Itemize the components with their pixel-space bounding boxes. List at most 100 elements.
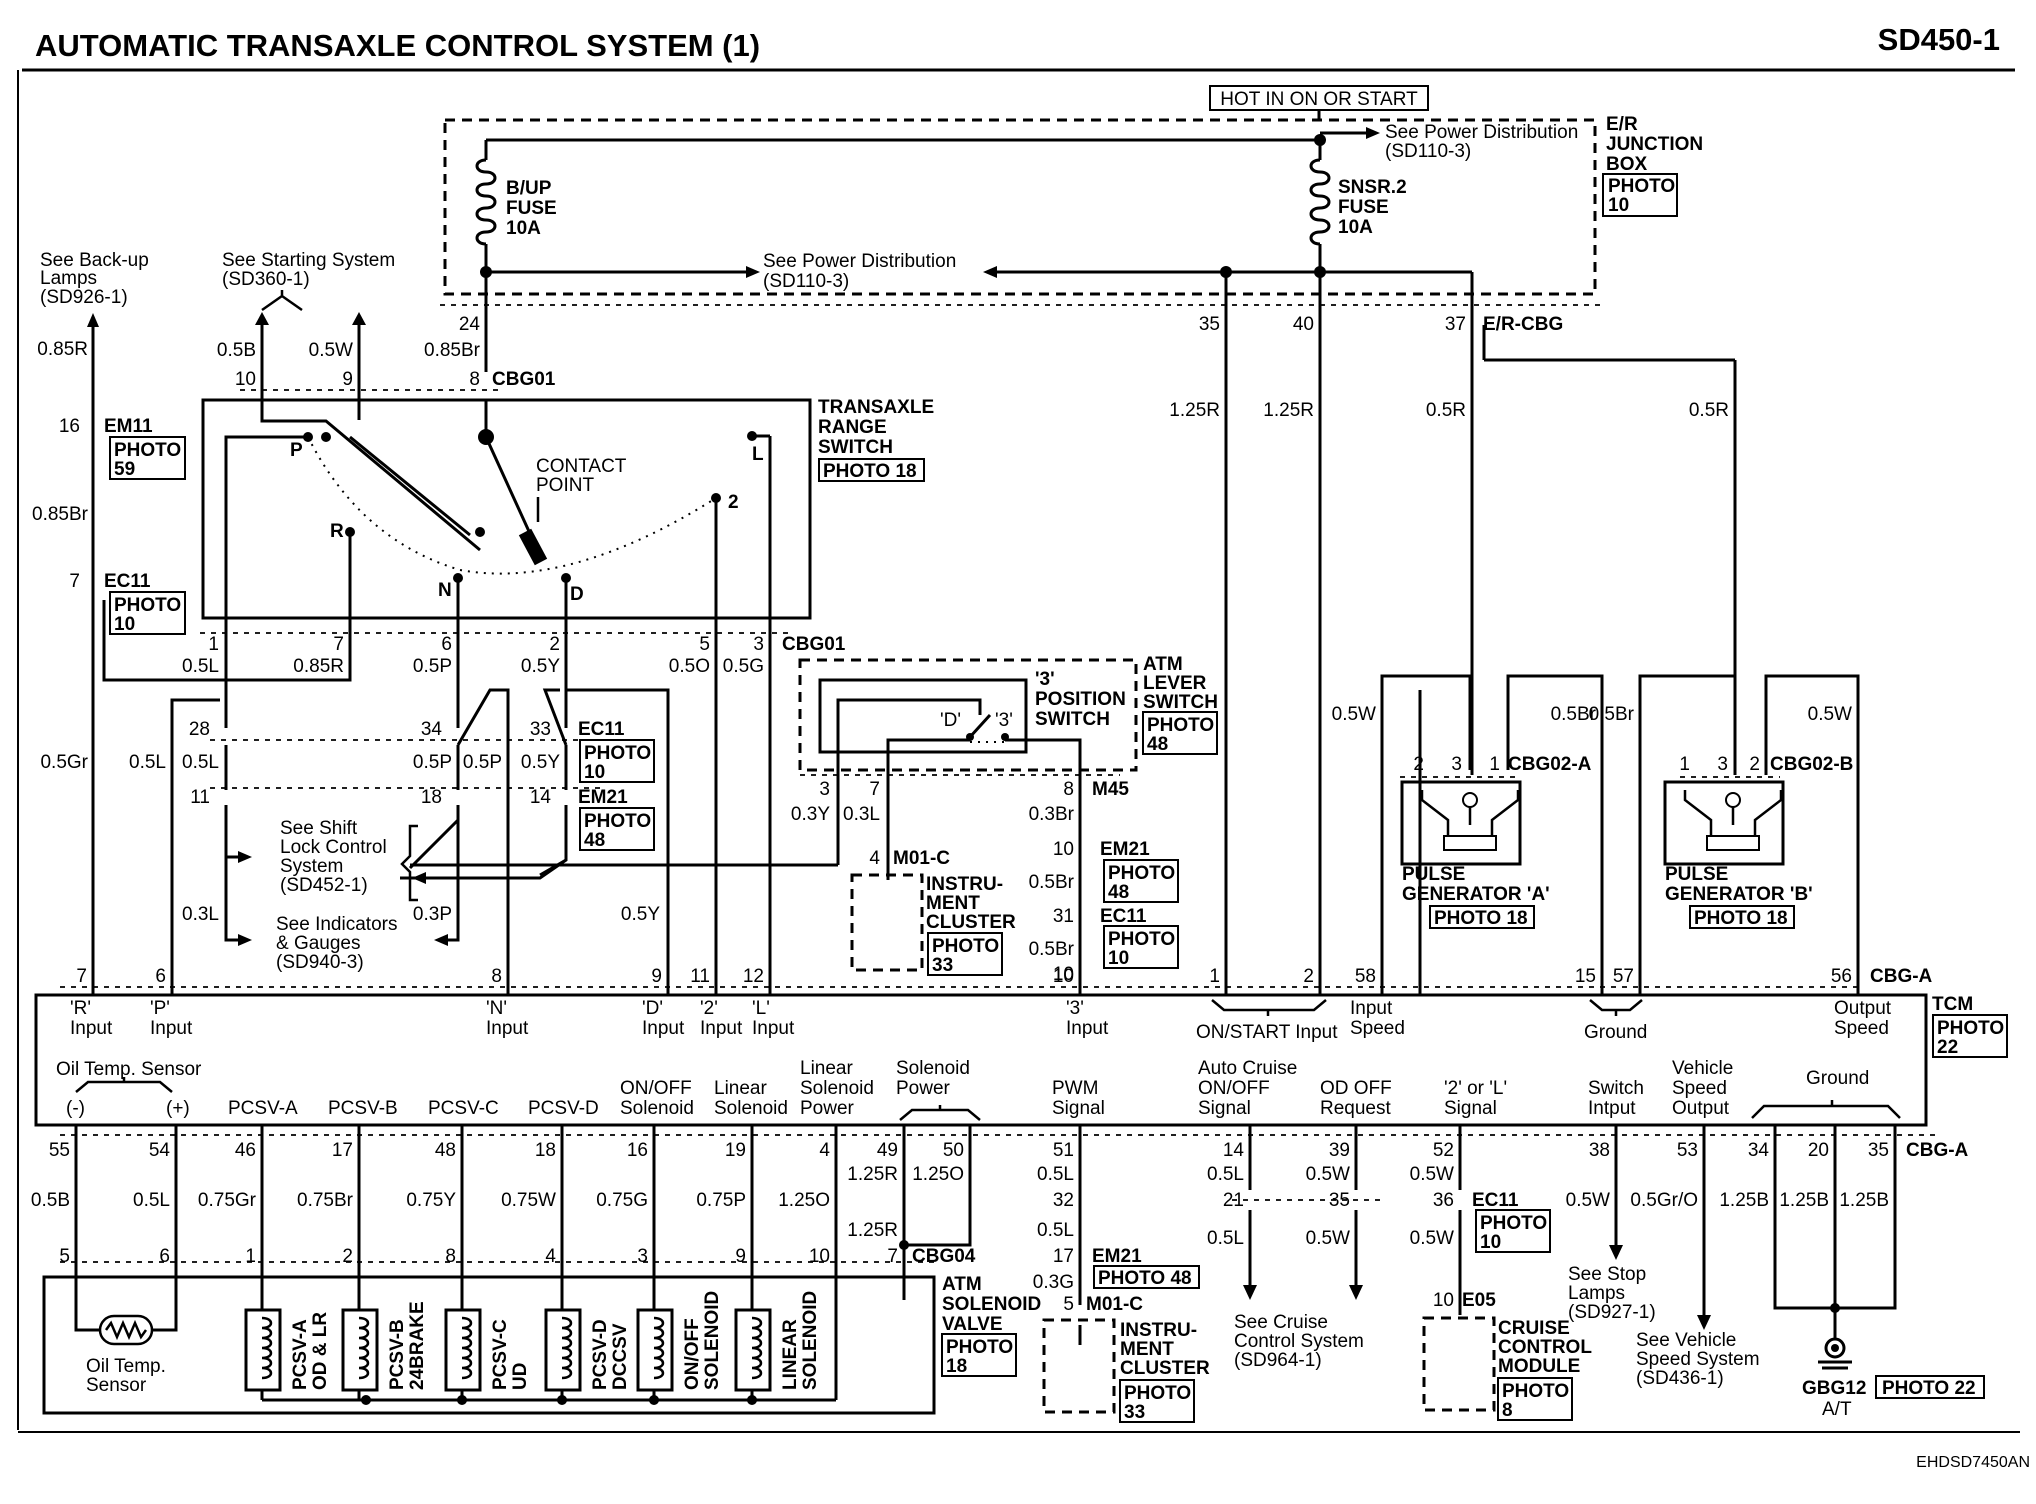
svg-text:5: 5 <box>1063 1294 1074 1315</box>
svg-text:0.3Br: 0.3Br <box>1029 804 1075 825</box>
svg-text:Oil Temp.: Oil Temp. <box>86 1356 166 1377</box>
svg-text:PWM: PWM <box>1052 1078 1098 1099</box>
svg-text:PCSV-B: PCSV-B <box>328 1098 398 1119</box>
svg-text:2: 2 <box>728 492 739 513</box>
svg-text:PHOTO: PHOTO <box>946 1337 1013 1358</box>
svg-text:Solenoid: Solenoid <box>896 1058 970 1079</box>
svg-text:PHOTO: PHOTO <box>114 440 181 461</box>
svg-text:PCSV-B: PCSV-B <box>387 1319 408 1390</box>
svg-text:0.5Br: 0.5Br <box>1029 872 1075 893</box>
svg-text:FUSE: FUSE <box>1338 197 1389 218</box>
svg-text:35: 35 <box>1868 1140 1889 1161</box>
svg-text:ATM: ATM <box>942 1274 982 1295</box>
svg-text:0.3L: 0.3L <box>182 904 219 925</box>
svg-text:48: 48 <box>1108 882 1129 903</box>
svg-text:4: 4 <box>819 1140 830 1161</box>
svg-text:6: 6 <box>155 966 166 987</box>
svg-text:POINT: POINT <box>536 475 594 496</box>
svg-text:PCSV-A: PCSV-A <box>290 1319 311 1390</box>
svg-text:0.85R: 0.85R <box>37 339 88 360</box>
svg-text:Speed System: Speed System <box>1636 1349 1760 1370</box>
svg-text:Solenoid: Solenoid <box>714 1098 788 1119</box>
svg-text:55: 55 <box>49 1140 70 1161</box>
svg-text:SWITCH: SWITCH <box>1035 709 1110 730</box>
svg-text:'2': '2' <box>700 998 718 1019</box>
svg-text:(SD926-1): (SD926-1) <box>40 287 128 308</box>
svg-text:EC11: EC11 <box>1472 1190 1519 1211</box>
svg-text:FUSE: FUSE <box>506 198 557 219</box>
svg-text:Control System: Control System <box>1234 1331 1364 1352</box>
svg-text:1.25R: 1.25R <box>847 1220 898 1241</box>
svg-text:UD: UD <box>510 1363 531 1390</box>
svg-text:N: N <box>438 580 452 601</box>
svg-text:PHOTO: PHOTO <box>1108 929 1175 950</box>
svg-text:'N': 'N' <box>486 998 507 1019</box>
svg-text:PCSV-D: PCSV-D <box>528 1098 599 1119</box>
svg-text:Input: Input <box>700 1018 743 1039</box>
tcm-module: TCM PHOTO 22 'R' Input 'P' Input 'N' Inp… <box>34 993 2008 1127</box>
svg-text:Speed: Speed <box>1672 1078 1727 1099</box>
svg-text:CLUSTER: CLUSTER <box>926 912 1016 933</box>
svg-text:7: 7 <box>333 634 344 655</box>
svg-text:PCSV-C: PCSV-C <box>428 1098 499 1119</box>
svg-text:2: 2 <box>342 1246 353 1267</box>
svg-text:Input: Input <box>1066 1018 1109 1039</box>
svg-text:Oil Temp. Sensor: Oil Temp. Sensor <box>56 1059 202 1080</box>
em11-connector: 16 EM11 PHOTO 59 0.85Br <box>32 416 186 525</box>
svg-text:0.3P: 0.3P <box>413 904 452 925</box>
svg-text:PHOTO: PHOTO <box>1502 1381 1569 1402</box>
svg-text:1.25R: 1.25R <box>847 1164 898 1185</box>
svg-text:PHOTO: PHOTO <box>584 811 651 832</box>
svg-text:SOLENOID: SOLENOID <box>702 1291 723 1390</box>
svg-text:Input: Input <box>486 1018 529 1039</box>
svg-text:0.75W: 0.75W <box>501 1190 556 1211</box>
svg-text:(SD452-1): (SD452-1) <box>280 875 368 896</box>
svg-text:34: 34 <box>421 719 443 740</box>
backup-lamps-ref: See Back-up Lamps (SD926-1) 0.85R <box>37 250 149 995</box>
solenoid-c: PCSV-C UD <box>444 1277 531 1400</box>
svg-text:Lamps: Lamps <box>1568 1283 1625 1304</box>
svg-text:34: 34 <box>1748 1140 1770 1161</box>
svg-text:1: 1 <box>208 634 219 655</box>
svg-text:Lock Control: Lock Control <box>280 837 387 858</box>
svg-text:Intput: Intput <box>1588 1098 1636 1119</box>
svg-text:RANGE: RANGE <box>818 417 887 438</box>
svg-text:SWITCH: SWITCH <box>1143 692 1218 713</box>
svg-text:1.25O: 1.25O <box>778 1190 830 1211</box>
svg-text:10A: 10A <box>1338 217 1373 238</box>
svg-text:'3': '3' <box>1035 669 1055 690</box>
hot-label: HOT IN ON OR START <box>1220 89 1418 110</box>
svg-text:9: 9 <box>651 966 662 987</box>
svg-text:PHOTO: PHOTO <box>1108 863 1175 884</box>
transaxle-range-switch: TRANSAXLE RANGE SWITCH PHOTO 18 P R N D … <box>201 397 934 620</box>
svg-text:PHOTO: PHOTO <box>932 936 999 957</box>
svg-text:0.75P: 0.75P <box>696 1190 746 1211</box>
svg-text:GENERATOR 'B': GENERATOR 'B' <box>1665 884 1813 905</box>
svg-text:PHOTO: PHOTO <box>1147 715 1214 736</box>
svg-text:54: 54 <box>149 1140 171 1161</box>
svg-text:E05: E05 <box>1462 1290 1496 1311</box>
svg-text:53: 53 <box>1677 1140 1698 1161</box>
svg-text:0.5B: 0.5B <box>217 340 256 361</box>
svg-text:3: 3 <box>1451 754 1462 775</box>
svg-text:GBG12: GBG12 <box>1802 1378 1866 1399</box>
pulse-generator-b: 0.5Br 0.5W 1 3 2 CBG02-B PULSE GENERATOR… <box>1589 674 1860 995</box>
svg-text:'D': 'D' <box>642 998 663 1019</box>
svg-text:1.25R: 1.25R <box>1169 400 1220 421</box>
solenoid-d: PCSV-D DCCSV <box>544 1277 631 1400</box>
svg-text:INSTRU-: INSTRU- <box>926 874 1003 895</box>
svg-text:EM21: EM21 <box>1092 1246 1142 1267</box>
svg-text:MENT: MENT <box>1120 1339 1174 1360</box>
svg-text:7: 7 <box>76 966 87 987</box>
svg-text:0.3L: 0.3L <box>843 804 880 825</box>
solenoid-a: PCSV-A OD & LR <box>244 1277 331 1400</box>
svg-text:EC11: EC11 <box>1100 906 1147 927</box>
range-switch-wiring <box>102 600 772 995</box>
svg-text:CBG02-A: CBG02-A <box>1508 754 1592 775</box>
svg-text:Signal: Signal <box>1444 1098 1497 1119</box>
svg-text:See Back-up: See Back-up <box>40 250 149 271</box>
svg-text:0.5Br: 0.5Br <box>1029 939 1075 960</box>
svg-text:5: 5 <box>59 1246 70 1267</box>
svg-text:Lamps: Lamps <box>40 268 97 289</box>
svg-text:JUNCTION: JUNCTION <box>1606 134 1703 155</box>
